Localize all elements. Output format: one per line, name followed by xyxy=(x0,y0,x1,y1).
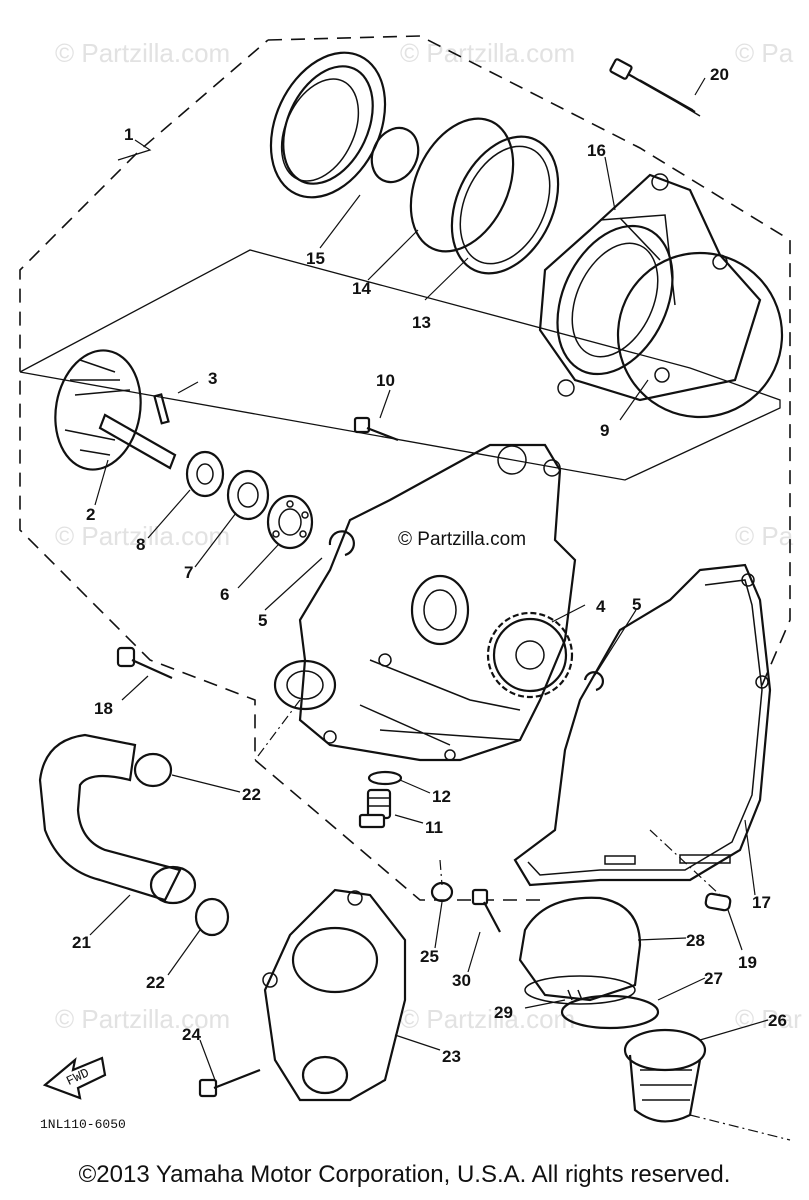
gasket-hole xyxy=(741,573,755,587)
center-watermark: © Partzilla.com xyxy=(398,529,526,550)
callout-4: 4 xyxy=(596,597,606,616)
callout-24: 24 xyxy=(182,1025,201,1044)
gasket-part-17 xyxy=(513,563,772,887)
callout-19: 19 xyxy=(738,953,757,972)
fwd-label: FWD xyxy=(64,1065,92,1089)
callout-11: 11 xyxy=(425,818,443,837)
pipe-end xyxy=(149,865,197,905)
callout-3: 3 xyxy=(208,369,217,388)
bearing-part-6 xyxy=(266,494,314,550)
assembly-boundary xyxy=(19,35,791,901)
alignment-line xyxy=(689,1114,791,1141)
pump-cover-part-16 xyxy=(538,173,762,402)
gasket-slot xyxy=(604,855,636,865)
bearing-part-8 xyxy=(185,450,225,498)
bolt-part-24 xyxy=(198,1068,261,1098)
bolt-part-30 xyxy=(471,888,501,933)
callout-25: 25 xyxy=(420,947,439,966)
callout-13: 13 xyxy=(412,313,431,332)
watermark: © Pa xyxy=(735,521,794,551)
callout-6: 6 xyxy=(220,585,229,604)
mark-part-29 xyxy=(567,989,583,1001)
callout-5b: 5 xyxy=(632,595,641,614)
callout-22b: 22 xyxy=(146,973,165,992)
forward-arrow-icon: FWD xyxy=(42,1056,107,1100)
callout-28: 28 xyxy=(686,931,705,950)
o-ring-part-22b xyxy=(194,897,230,937)
alignment-line xyxy=(439,859,443,886)
callout-17: 17 xyxy=(752,893,771,912)
callout-23: 23 xyxy=(442,1047,461,1066)
callout-9: 9 xyxy=(600,421,609,440)
alignment-line xyxy=(649,829,721,896)
o-ring-part-22 xyxy=(133,752,173,788)
circlip-part-5 xyxy=(328,530,355,557)
callout-14: 14 xyxy=(352,279,371,298)
callout-21: 21 xyxy=(72,933,91,952)
thermostat-part-26 xyxy=(623,1028,707,1123)
exploded-parts-diagram: © Partzilla.com © Partzilla.com © Pa © P… xyxy=(19,35,802,1141)
watermark: © Partzilla.com xyxy=(400,38,575,68)
callout-2: 2 xyxy=(86,505,95,524)
callout-1: 1 xyxy=(124,125,133,144)
callout-27: 27 xyxy=(704,969,723,988)
dowel-part-19 xyxy=(704,892,732,912)
callout-7: 7 xyxy=(184,563,193,582)
watermark: © Partzilla.com xyxy=(55,1004,230,1034)
callout-12: 12 xyxy=(432,787,451,806)
pin-part-3 xyxy=(153,393,170,425)
callout-30: 30 xyxy=(452,971,471,990)
callout-10: 10 xyxy=(376,371,395,390)
diagram-code: 1NL110-6050 xyxy=(40,1117,126,1132)
gasket-slot xyxy=(679,854,731,864)
watermark: © Pa xyxy=(735,38,794,68)
gasket-inner-edge xyxy=(527,579,763,876)
callout-8: 8 xyxy=(136,535,145,554)
circlip-part-5b xyxy=(583,671,605,692)
callout-29: 29 xyxy=(494,1003,513,1022)
plug xyxy=(370,126,420,184)
gear-part-4 xyxy=(486,611,574,699)
callout-16: 16 xyxy=(587,141,606,160)
callout-15: 15 xyxy=(306,249,325,268)
subassembly-frame xyxy=(19,249,781,481)
impeller-part-2 xyxy=(54,349,177,471)
gasket-part-27 xyxy=(560,994,660,1030)
callout-18: 18 xyxy=(94,699,113,718)
pump-body xyxy=(273,443,577,762)
thermostat-housing-part-23 xyxy=(262,888,407,1102)
ring-part-13 xyxy=(450,135,560,275)
gasket-hole xyxy=(755,675,769,689)
ring-part-14 xyxy=(409,117,515,253)
leader-lines xyxy=(89,77,769,1081)
callout-22: 22 xyxy=(242,785,261,804)
bolt-part-20 xyxy=(609,58,701,117)
callout-26: 26 xyxy=(768,1011,787,1030)
watermark: © Partzilla.com xyxy=(55,521,230,551)
watermark: © Partzilla.com xyxy=(55,38,230,68)
screw-part-10 xyxy=(353,416,399,442)
washer-part-12 xyxy=(367,770,403,786)
thermostat-cover-part-28 xyxy=(518,896,642,1005)
copyright-footer: ©2013 Yamaha Motor Corporation, U.S.A. A… xyxy=(78,1161,731,1188)
hose-pipe-part-21 xyxy=(38,733,182,902)
oil-seal-part-15 xyxy=(269,51,387,199)
bolt-part-18 xyxy=(116,646,173,680)
watermark: © Par xyxy=(735,1004,802,1034)
plug-part-25 xyxy=(430,881,454,903)
callout-20: 20 xyxy=(710,65,729,84)
callout-5: 5 xyxy=(258,611,267,630)
o-ring-part-9 xyxy=(616,251,784,419)
watermark: © Partzilla.com xyxy=(400,1004,575,1034)
drain-bolt-part-11 xyxy=(358,788,392,829)
alignment-line xyxy=(254,699,301,761)
seal-part-7 xyxy=(226,469,270,521)
